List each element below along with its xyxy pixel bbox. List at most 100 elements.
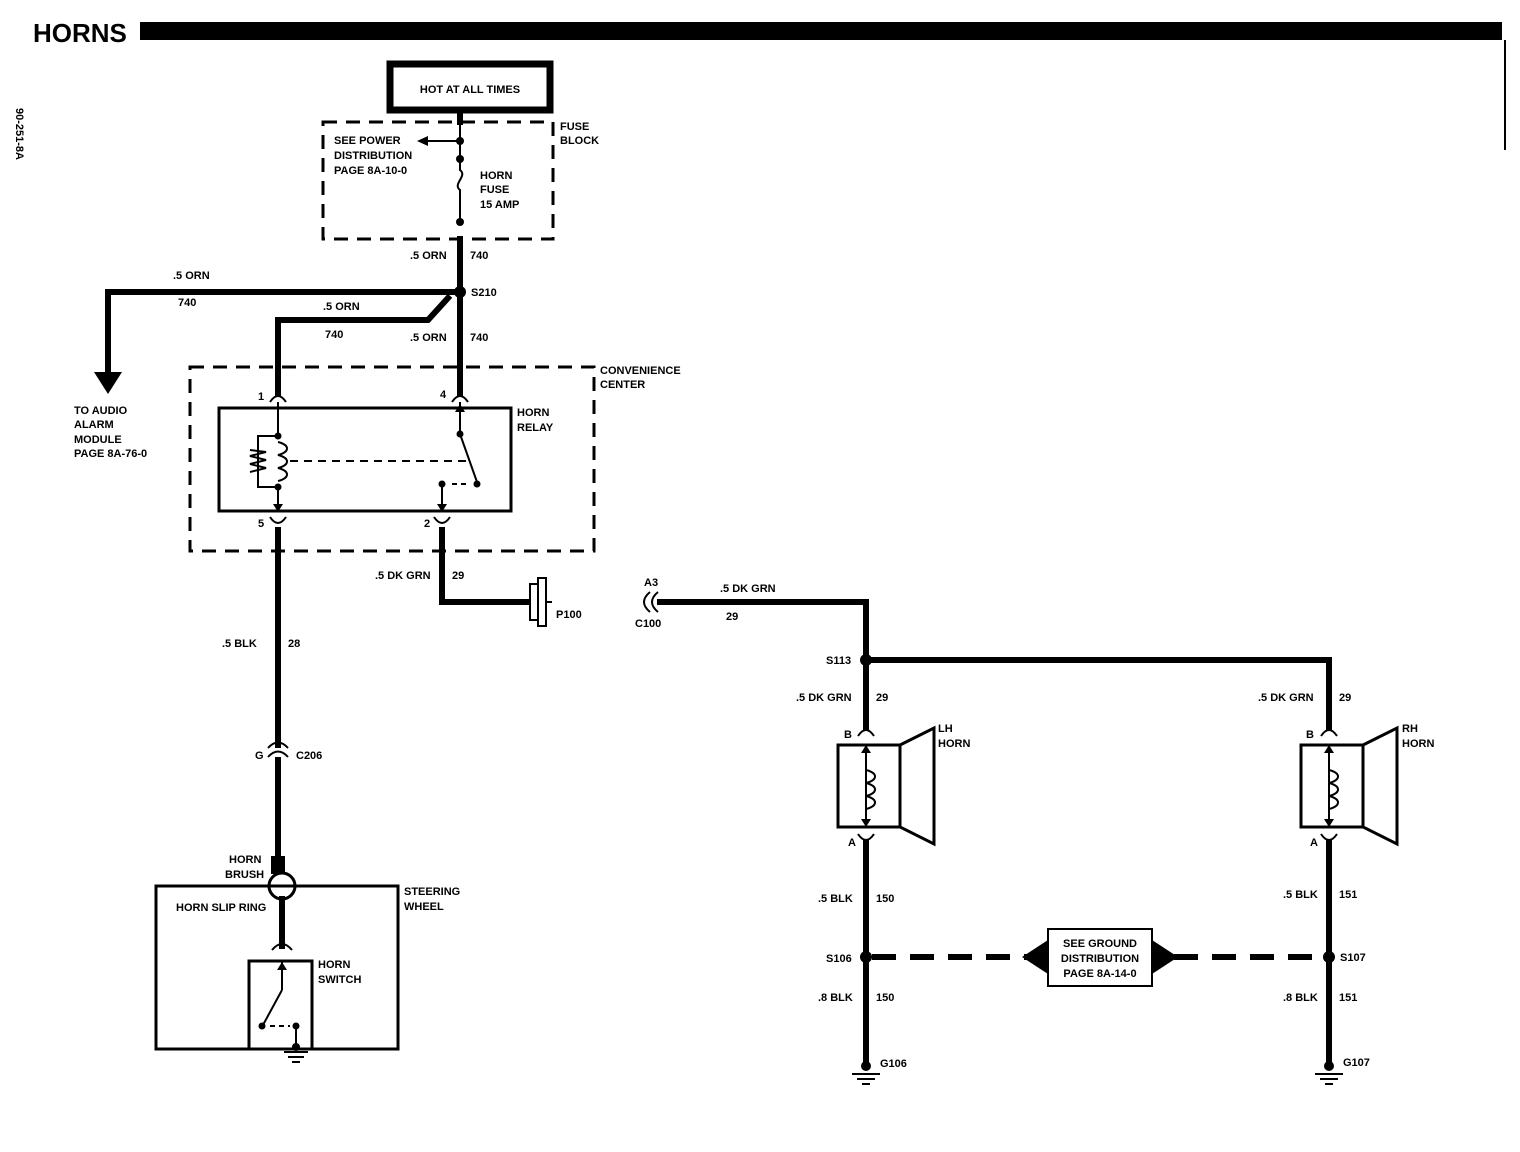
hot-label: HOT AT ALL TIMES	[420, 84, 520, 96]
rh-horn	[1299, 725, 1399, 847]
lh-horn-pin-b: B	[844, 729, 852, 741]
relay-pin1: 1	[258, 391, 264, 403]
horn-relay-2: RELAY	[517, 422, 554, 434]
steering-wheel-1: STEERING	[404, 886, 460, 898]
wire-blk-circuit: 28	[288, 638, 300, 650]
p100-connector	[529, 577, 552, 627]
wire-orn-3-circuit: 740	[325, 329, 343, 341]
wire-29-rh	[863, 657, 1332, 730]
audio-label-3: MODULE	[74, 434, 122, 446]
wire-dkgrn-4-size: .5 DK GRN	[1258, 692, 1314, 704]
rh-horn-1: RH	[1402, 723, 1418, 735]
wire-blk-size: .5 BLK	[222, 638, 257, 650]
rh-gnd-circuit: 151	[1339, 992, 1357, 1004]
horn-brush-1: HORN	[229, 854, 261, 866]
wire-dkgrn-4-circuit: 29	[1339, 692, 1351, 704]
relay-coil-icon	[277, 441, 288, 482]
rh-horn-pin-b: B	[1306, 729, 1314, 741]
c206-connector	[267, 741, 289, 749]
wire-dkgrn-2-size: .5 DK GRN	[720, 583, 776, 595]
slip-ring-label: HORN SLIP RING	[176, 902, 266, 914]
ground-dist-2: DISTRIBUTION	[1061, 953, 1139, 965]
splice-s113-label: S113	[826, 655, 851, 667]
wire-dkgrn-2-circuit: 29	[726, 611, 738, 623]
wire-dkgrn-1-size: .5 DK GRN	[375, 570, 431, 582]
convenience-center-2: CENTER	[600, 379, 645, 391]
relay-pin4: 4	[440, 389, 447, 401]
wire-dkgrn-3-size: .5 DK GRN	[796, 692, 852, 704]
c100-label: C100	[635, 618, 661, 630]
see-power-3: PAGE 8A-10-0	[334, 165, 407, 177]
audio-label-1: TO AUDIO	[74, 405, 128, 417]
wire-orn-2-size: .5 ORN	[173, 270, 210, 282]
lh-horn-pin-a: A	[848, 837, 856, 849]
horn-switch-arm	[262, 989, 283, 1026]
splice-s210-label: S210	[471, 287, 497, 299]
wire-to-relay-pin1	[275, 293, 453, 397]
g107-ground-icon	[1315, 1073, 1343, 1085]
relay-resistor-icon	[249, 449, 267, 473]
wire-orn-2-circuit: 740	[178, 297, 196, 309]
c100-connector	[651, 591, 659, 613]
ground-distribution-box	[1047, 928, 1153, 987]
see-power-2: DISTRIBUTION	[334, 150, 412, 162]
horn-fuse-2: FUSE	[480, 184, 509, 196]
splice-s106-label: S106	[826, 953, 852, 965]
audio-label-2: ALARM	[74, 419, 114, 431]
horn-relay-1: HORN	[517, 407, 549, 419]
wire-orn-1-size: .5 ORN	[410, 250, 447, 262]
fuse-block-label-2: BLOCK	[560, 135, 599, 147]
wire-orn-1-circuit: 740	[470, 250, 488, 262]
lh-horn	[836, 725, 936, 847]
splice-s107-label: S107	[1340, 952, 1366, 964]
ground-arrow-left-icon	[1022, 940, 1048, 974]
horn-fuse-1: HORN	[480, 170, 512, 182]
hot-box	[386, 60, 554, 114]
lh-gnd-circuit: 150	[876, 992, 894, 1004]
rh-horn-icon	[1361, 725, 1399, 847]
wire-to-audio	[105, 289, 463, 378]
lh-blk-size: .5 BLK	[818, 893, 853, 905]
g106-label: G106	[880, 1058, 907, 1070]
wire-orn-4-size: .5 ORN	[410, 332, 447, 344]
relay-contact-arm	[459, 433, 478, 483]
rh-horn-pin-a: A	[1310, 837, 1318, 849]
ground-dist-3: PAGE 8A-14-0	[1063, 968, 1136, 980]
wire-orn-4-circuit: 740	[470, 332, 488, 344]
lh-blk-circuit: 150	[876, 893, 894, 905]
lh-horn-icon	[898, 725, 936, 847]
convenience-center-1: CONVENIENCE	[600, 365, 681, 377]
wire-dkgrn-1-circuit: 29	[452, 570, 464, 582]
lh-horn-2: HORN	[938, 738, 970, 750]
rh-gnd-size: .8 BLK	[1283, 992, 1318, 1004]
horn-relay-box	[217, 406, 513, 513]
c100-pin-a3: A3	[644, 577, 658, 589]
title-bar	[140, 22, 1502, 40]
page-code: 90-251-8A	[13, 108, 25, 160]
lh-horn-1: LH	[938, 723, 953, 735]
ground-dist-1: SEE GROUND	[1063, 938, 1137, 950]
g106-ground-icon	[852, 1073, 880, 1085]
rh-blk-circuit: 151	[1339, 889, 1357, 901]
rh-blk-size: .5 BLK	[1283, 889, 1318, 901]
horn-brush-2: BRUSH	[225, 869, 264, 881]
convenience-center-box	[188, 365, 596, 553]
horn-switch-1: HORN	[318, 959, 350, 971]
p100-label: P100	[556, 609, 582, 621]
rh-horn-2: HORN	[1402, 738, 1434, 750]
relay-coil-wire	[257, 402, 279, 512]
switch-ground-icon	[284, 1051, 308, 1063]
fuse-block-box	[321, 120, 555, 241]
relay-pin2: 2	[424, 518, 430, 530]
steering-wheel-2: WHEEL	[404, 901, 444, 913]
c206-label: C206	[296, 750, 322, 762]
wire-orn-3-size: .5 ORN	[323, 301, 360, 313]
audio-arrow-icon	[94, 372, 122, 394]
see-power-arrow-icon	[417, 136, 428, 146]
horn-switch-box	[247, 959, 314, 1051]
splice-s106	[860, 951, 872, 963]
horn-switch-2: SWITCH	[318, 974, 361, 986]
horn-fuse-icon	[456, 160, 464, 222]
page-title: HORNS	[33, 18, 127, 48]
